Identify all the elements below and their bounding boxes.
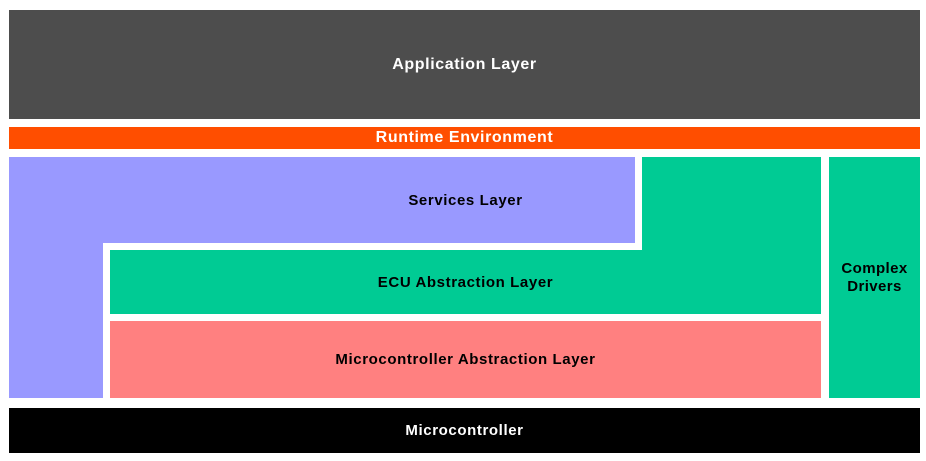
ecu-abstraction-layer-label: ECU Abstraction Layer <box>377 273 554 291</box>
runtime-environment-label: Runtime Environment <box>375 129 554 146</box>
ecu-abstraction-arm-rect <box>110 250 821 314</box>
services-layer-left-column <box>9 157 103 398</box>
complex-drivers-label: Complex Drivers <box>841 259 908 295</box>
microcontroller-abstraction-layer-label: Microcontroller Abstraction Layer <box>335 351 596 368</box>
services-layer-label: Services Layer <box>408 191 523 209</box>
runtime-environment-block <box>9 127 920 149</box>
services-layer-top-rect <box>9 157 635 243</box>
microcontroller-abstraction-block <box>110 321 821 398</box>
application-layer-label: Application Layer <box>392 55 537 73</box>
microcontroller-label: Microcontroller <box>405 422 524 439</box>
microcontroller-block <box>9 408 920 453</box>
complex-drivers-block <box>829 157 920 398</box>
application-layer-block <box>9 10 920 119</box>
